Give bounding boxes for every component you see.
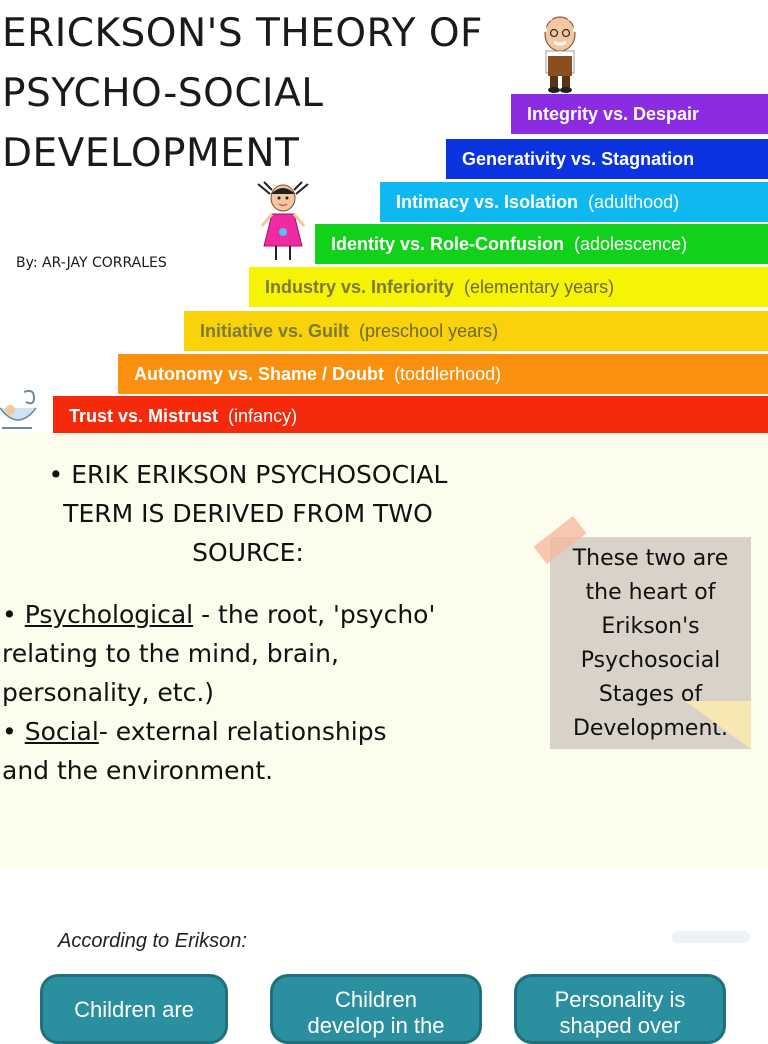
bullet-psychological: • Psychological - the root, 'psycho' — [2, 600, 436, 629]
social-desc: - external relationships — [98, 717, 387, 746]
stage-integrity-vs-despair: Integrity vs. Despair — [511, 94, 768, 134]
card-children-develop: Children develop in the — [270, 974, 482, 1044]
bullet-social: • Social- external relationships — [2, 717, 387, 746]
psychological-desc-2: relating to the mind, brain, — [2, 639, 339, 668]
page-title: ERICKSON'S THEORY OF PSYCHO-SOCIAL DEVEL… — [2, 4, 522, 184]
stage-industry-vs-inferiority: Industry vs. Inferiority (elementary yea… — [249, 267, 768, 307]
intro-line-1: • ERIK ERIKSON PSYCHOSOCIAL — [48, 460, 448, 489]
girl-icon — [257, 181, 309, 260]
intro-line-3: SOURCE: — [192, 538, 304, 567]
note-line: Stages of — [598, 682, 703, 707]
psychological-term: Psychological — [24, 600, 194, 629]
stage-trust-vs-mistrust: Trust vs. Mistrust (infancy) — [53, 396, 768, 436]
faint-decoration — [672, 931, 750, 943]
stage-name: Initiative vs. Guilt — [200, 320, 350, 341]
author-credit: By: AR-JAY CORRALES — [16, 255, 167, 271]
stage-name: Industry vs. Inferiority — [265, 276, 455, 297]
card-line: Children — [335, 987, 417, 1012]
social-desc-2: and the environment. — [2, 756, 274, 785]
baby-cradle-icon — [0, 389, 37, 429]
note-line: Erikson's — [601, 614, 700, 639]
stage-name: Integrity vs. Despair — [527, 103, 700, 124]
stage-period: (elementary years) — [464, 276, 615, 297]
card-line: Personality is — [554, 987, 686, 1012]
psychological-desc: - the root, 'psycho' — [193, 600, 436, 629]
card-line: Children are — [74, 997, 194, 1022]
according-heading: According to Erikson: — [58, 930, 247, 952]
stage-period: (toddlerhood) — [394, 363, 502, 384]
according-section: According to Erikson: Children are Child… — [0, 868, 768, 1044]
source-bullets: • Psychological - the root, 'psycho' rel… — [2, 595, 522, 790]
title-line-1: ERICKSON'S THEORY OF — [2, 11, 483, 56]
stage-generativity-vs-stagnation: Generativity vs. Stagnation — [446, 139, 768, 179]
content-panel: • ERIK ERIKSON PSYCHOSOCIAL TERM IS DERI… — [0, 433, 768, 868]
note-line: the heart of — [585, 580, 716, 605]
stage-name: Intimacy vs. Isolation — [396, 191, 579, 212]
social-term: Social — [24, 717, 99, 746]
card-line: develop in the — [307, 1013, 445, 1038]
note-line: These two are — [572, 546, 729, 571]
intro-line-2: TERM IS DERIVED FROM TWO — [63, 499, 433, 528]
stage-period: (infancy) — [228, 405, 298, 426]
stage-name: Trust vs. Mistrust — [69, 405, 219, 426]
elderly-man-icon — [542, 16, 578, 93]
title-line-3: DEVELOPMENT — [2, 131, 300, 176]
stage-period: (adolescence) — [574, 233, 688, 254]
stage-period: (adulthood) — [588, 191, 680, 212]
intro-text: • ERIK ERIKSON PSYCHOSOCIAL TERM IS DERI… — [0, 455, 496, 572]
stage-identity-vs-role-confusion: Identity vs. Role-Confusion (adolescence… — [315, 224, 768, 264]
stage-intimacy-vs-isolation: Intimacy vs. Isolation (adulthood) — [380, 182, 768, 222]
stage-autonomy-vs-shame-doubt: Autonomy vs. Shame / Doubt (toddlerhood) — [118, 354, 768, 394]
stage-name: Autonomy vs. Shame / Doubt — [134, 363, 385, 384]
card-personality-shaped: Personality is shaped over — [514, 974, 726, 1044]
stage-initiative-vs-guilt: Initiative vs. Guilt (preschool years) — [184, 311, 768, 351]
card-line: shaped over — [559, 1013, 681, 1038]
note-page-curl — [685, 701, 751, 749]
note-line: Psychosocial — [580, 648, 721, 673]
stage-period: (preschool years) — [359, 320, 499, 341]
stage-name: Generativity vs. Stagnation — [462, 148, 695, 169]
title-line-2: PSYCHO-SOCIAL — [2, 71, 324, 116]
stage-name: Identity vs. Role-Confusion — [331, 233, 565, 254]
sticky-note: These two are the heart of Erikson's Psy… — [550, 537, 751, 749]
psychological-desc-3: personality, etc.) — [2, 678, 215, 707]
card-children-are: Children are — [40, 974, 228, 1044]
